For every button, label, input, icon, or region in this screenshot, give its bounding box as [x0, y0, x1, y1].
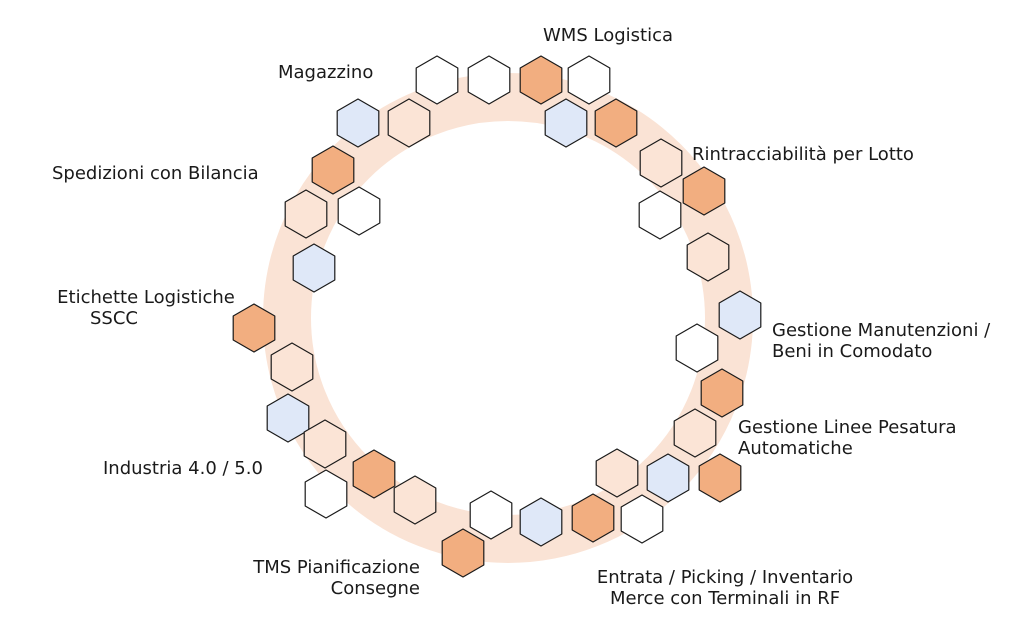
hexagon-orange [682, 166, 726, 216]
label-entrata-picking: Entrata / Picking / Inventario Merce con… [596, 567, 854, 609]
hexagon-white [638, 190, 682, 240]
hexagon-peach [639, 138, 683, 188]
hexagon-peach [284, 189, 328, 239]
hexagon-orange [698, 453, 742, 503]
hexagon-blue [266, 393, 310, 443]
hexagon-white [567, 55, 611, 105]
hexagon-white [620, 494, 664, 544]
hexagon-white [337, 186, 381, 236]
hexagon-blue [646, 453, 690, 503]
hexagon-peach [673, 408, 717, 458]
hexagon-peach [387, 98, 431, 148]
label-tms-pianificazione: TMS Pianificazione Consegne [253, 557, 420, 599]
hexagon-orange [232, 303, 276, 353]
label-magazzino: Magazzino [278, 62, 374, 83]
label-industria: Industria 4.0 / 5.0 [103, 458, 263, 479]
hexagon-orange [352, 449, 396, 499]
hexagon-orange [519, 55, 563, 105]
hexagon-peach [686, 232, 730, 282]
hexagon-white [304, 469, 348, 519]
hexagon-orange [311, 145, 355, 195]
hexagon-blue [292, 243, 336, 293]
label-spedizioni-bilancia: Spedizioni con Bilancia [52, 163, 259, 184]
hexagon-peach [303, 419, 347, 469]
hexagon-blue [544, 98, 588, 148]
hexagon-peach [595, 448, 639, 498]
hexagon-white [467, 55, 511, 105]
label-gestione-manutenzioni: Gestione Manutenzioni / Beni in Comodato [772, 320, 991, 362]
label-gestione-linee-pesatura: Gestione Linee Pesatura Automatiche [738, 417, 957, 459]
label-wms-logistica: WMS Logistica [543, 25, 673, 46]
hexagon-orange [571, 493, 615, 543]
hexagon-peach [393, 475, 437, 525]
hexagon-orange [700, 368, 744, 418]
label-rintracciabilita: Rintracciabilità per Lotto [692, 144, 914, 165]
hexagon-blue [718, 290, 762, 340]
hexagon-orange [441, 528, 485, 578]
hexagon-blue [336, 98, 380, 148]
hexagon-group [232, 55, 762, 578]
hexagon-peach [270, 342, 314, 392]
hexagon-white [469, 490, 513, 540]
hexagon-white [415, 55, 459, 105]
hexagon-orange [594, 98, 638, 148]
hexagon-blue [519, 497, 563, 547]
hexagon-white [675, 323, 719, 373]
label-etichette-logistiche: Etichette Logistiche SSCC [57, 287, 235, 329]
